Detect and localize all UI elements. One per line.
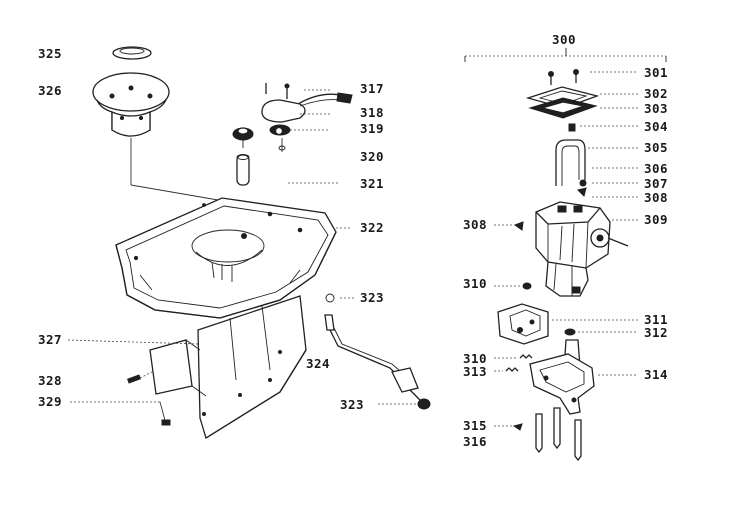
label-306: 306 [644, 161, 668, 176]
label-303: 303 [644, 101, 668, 116]
label-319: 319 [360, 121, 384, 136]
part-327-bracket [67, 295, 307, 440]
label-310-lower: 310 [463, 351, 487, 366]
label-318: 318 [360, 105, 384, 120]
part-319-gear [232, 127, 254, 148]
part-325-disc [112, 46, 152, 60]
part-326-cap [92, 72, 219, 201]
label-305: 305 [644, 140, 668, 155]
label-316: 316 [463, 434, 487, 449]
label-324: 324 [306, 356, 330, 371]
label-317: 317 [360, 81, 384, 96]
part-310-nut-upper [494, 282, 532, 290]
part-320-spacer [236, 154, 250, 186]
label-327: 327 [38, 332, 62, 347]
part-304-screw [568, 123, 638, 132]
label-323-lower: 323 [340, 397, 364, 412]
label-326: 326 [38, 83, 62, 98]
label-311: 311 [644, 312, 668, 327]
label-308-right: 308 [644, 190, 668, 205]
part-301-screws [548, 69, 638, 85]
label-321: 321 [360, 176, 384, 191]
part-322-chassis [115, 197, 337, 319]
label-312: 312 [644, 325, 668, 340]
label-308-left: 308 [463, 217, 487, 232]
part-312-washer [564, 328, 638, 336]
part-305-ubracket [555, 139, 638, 186]
label-325: 325 [38, 46, 62, 61]
label-301: 301 [644, 65, 668, 80]
label-302: 302 [644, 86, 668, 101]
part-306-308-hardware [577, 167, 638, 198]
label-323-upper: 323 [360, 290, 384, 305]
part-323-324-rod [324, 293, 431, 410]
label-309: 309 [644, 212, 668, 227]
part-310-313-springs [494, 354, 533, 372]
label-315: 315 [463, 418, 487, 433]
label-322: 322 [360, 220, 384, 235]
label-300: 300 [552, 32, 576, 47]
label-304: 304 [644, 119, 668, 134]
label-329: 329 [38, 394, 62, 409]
part-328-screw [127, 371, 153, 384]
part-311-housing [497, 303, 638, 345]
label-307: 307 [644, 176, 668, 191]
label-314: 314 [644, 367, 668, 382]
part-303-gasket [528, 97, 638, 119]
group-300-bracket [464, 48, 667, 62]
label-328: 328 [38, 373, 62, 388]
label-310-upper: 310 [463, 276, 487, 291]
part-315-316-pins [494, 407, 582, 462]
part-labels: 325 326 327 328 329 317 318 319 320 321 … [38, 32, 668, 449]
part-314-frame [529, 339, 638, 415]
label-320: 320 [360, 149, 384, 164]
label-313: 313 [463, 364, 487, 379]
part-309-mechanism-block [494, 201, 638, 297]
part-317-319-lever [261, 83, 353, 152]
part-329-screw [70, 401, 171, 426]
